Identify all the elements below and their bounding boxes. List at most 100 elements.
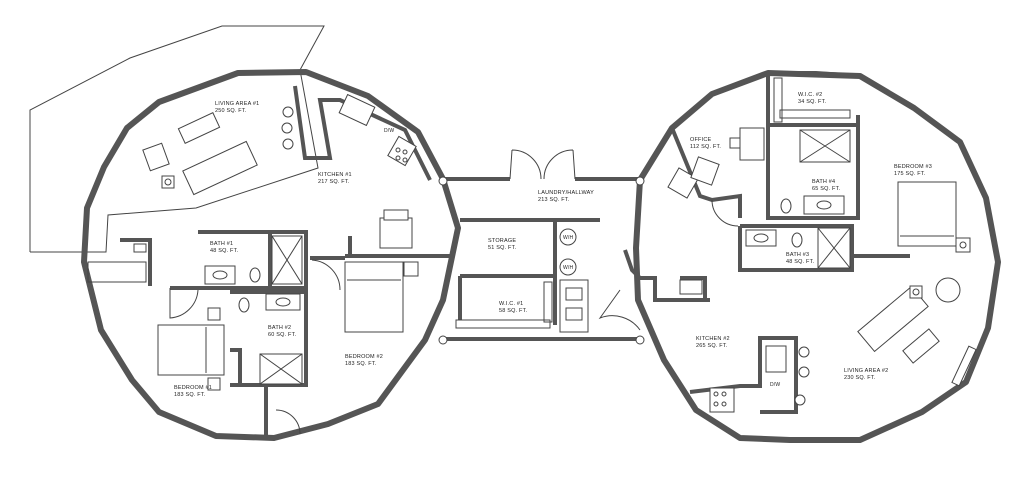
washer <box>559 228 577 246</box>
hall-joint <box>635 335 645 345</box>
nightstand <box>955 237 971 253</box>
storage-wall <box>460 218 557 278</box>
room-label-bedroom2: BEDROOM #2 183 SQ. FT. <box>345 354 383 367</box>
room-label-bath1: BATH #1 48 SQ. FT. <box>210 241 239 254</box>
tv-stand <box>951 345 977 387</box>
toilet <box>780 198 792 214</box>
kitchen2-sink <box>765 345 787 373</box>
svg-text:LIVING AREA #2: LIVING AREA #2 <box>844 368 888 374</box>
room-label-bedroom1: BEDROOM #1 183 SQ. FT. <box>174 385 212 398</box>
shower-x <box>817 227 851 269</box>
wic2-rod <box>773 77 783 123</box>
kitchen2-wall <box>623 249 710 302</box>
burner <box>402 157 408 163</box>
shower-x <box>271 235 303 285</box>
nightstand <box>207 307 221 321</box>
room-label-bath3: BATH #3 48 SQ. FT. <box>786 252 814 265</box>
hall-joint <box>438 176 448 186</box>
dresser <box>379 217 413 249</box>
svg-text:65 SQ. FT.: 65 SQ. FT. <box>812 186 841 192</box>
svg-text:58 SQ. FT.: 58 SQ. FT. <box>499 308 528 314</box>
pantry-shelf <box>679 279 703 295</box>
bed <box>157 324 225 376</box>
kitchen2-counter <box>689 336 798 414</box>
kitchen1-counter <box>293 85 432 181</box>
room-label-kitchen1: KITCHEN #1 217 SQ. FT. <box>318 172 352 185</box>
entry-door <box>543 149 576 180</box>
tv <box>383 209 409 221</box>
svg-text:KITCHEN #1: KITCHEN #1 <box>318 172 352 178</box>
closet-wall <box>120 238 152 286</box>
wic1-rod <box>455 319 551 329</box>
kitchen2-range <box>709 387 735 413</box>
wic1-rod <box>543 281 553 323</box>
svg-text:OFFICE: OFFICE <box>690 137 711 143</box>
dryer <box>559 258 577 276</box>
bath3-wall <box>738 224 854 272</box>
svg-text:34 SQ. FT.: 34 SQ. FT. <box>798 99 827 105</box>
svg-text:W/H: W/H <box>563 235 574 241</box>
bar-stool <box>798 366 810 378</box>
kitchen2-pantry <box>680 276 707 298</box>
left-dome-wall <box>81 69 461 441</box>
svg-text:W.I.C. #1: W.I.C. #1 <box>499 301 523 307</box>
burner <box>713 401 719 407</box>
svg-text:BEDROOM #2: BEDROOM #2 <box>345 354 383 360</box>
burner <box>402 149 408 155</box>
room-label-wic2: W.I.C. #2 34 SQ. FT. <box>798 92 827 105</box>
right-dome-wall <box>633 70 1001 443</box>
room-label-bath4: BATH #4 65 SQ. FT. <box>812 179 841 192</box>
shelf <box>133 243 147 253</box>
burner <box>721 401 727 407</box>
closet-wall <box>230 348 242 385</box>
svg-text:230 SQ. FT.: 230 SQ. FT. <box>844 375 876 381</box>
svg-text:BEDROOM #3: BEDROOM #3 <box>894 164 932 170</box>
room-label-office: OFFICE 112 SQ. FT. <box>690 137 721 150</box>
sink <box>816 200 832 210</box>
svg-text:W/H: W/H <box>563 265 574 271</box>
wic2-rod <box>779 109 851 119</box>
svg-text:217 SQ. FT.: 217 SQ. FT. <box>318 179 350 185</box>
lamp-icon <box>959 241 967 249</box>
coffee-table <box>177 112 221 144</box>
hall-joint <box>635 176 645 186</box>
svg-text:BATH #3: BATH #3 <box>786 252 809 258</box>
right-dome-facets <box>711 71 861 96</box>
kitchen1-range <box>387 135 417 167</box>
room-label-wic1: W.I.C. #1 58 SQ. FT. <box>499 301 528 314</box>
bar-stool <box>282 106 294 118</box>
laundry-sink <box>565 307 583 321</box>
svg-text:48 SQ. FT.: 48 SQ. FT. <box>210 248 239 254</box>
side-table <box>161 175 175 189</box>
burner <box>395 147 401 153</box>
laundry-sink <box>565 287 583 301</box>
bedroom1-door <box>169 288 199 319</box>
svg-text:112 SQ. FT.: 112 SQ. FT. <box>690 144 721 150</box>
side-table <box>909 285 923 299</box>
bath2-vanity <box>265 293 301 311</box>
bath4-wall <box>766 125 860 220</box>
bar-stool <box>281 122 293 134</box>
room-label-living1: LIVING AREA #1 250 SQ. FT. <box>215 101 259 114</box>
bath1-vanity <box>204 265 236 285</box>
burner <box>713 391 719 397</box>
svg-text:LIVING AREA #1: LIVING AREA #1 <box>215 101 259 107</box>
bath4-vanity <box>803 195 845 215</box>
bedroom2-door <box>311 259 341 291</box>
deck-outline <box>29 25 325 253</box>
svg-text:213 SQ. FT.: 213 SQ. FT. <box>538 197 570 203</box>
room-label-laundry: LAUNDRY/HALLWAY 213 SQ. FT. <box>538 190 594 203</box>
bed <box>344 261 404 333</box>
nightstand <box>403 261 419 277</box>
burner <box>395 155 401 161</box>
svg-text:51 SQ. FT.: 51 SQ. FT. <box>488 245 517 251</box>
sink <box>753 233 769 243</box>
svg-text:LAUNDRY/HALLWAY: LAUNDRY/HALLWAY <box>538 190 594 196</box>
bar-stool <box>282 138 294 150</box>
office-shelf <box>690 156 720 186</box>
kitchen2-door <box>598 289 641 331</box>
svg-text:BATH #1: BATH #1 <box>210 241 233 247</box>
sink <box>275 297 291 307</box>
svg-text:265 SQ. FT.: 265 SQ. FT. <box>696 343 728 349</box>
